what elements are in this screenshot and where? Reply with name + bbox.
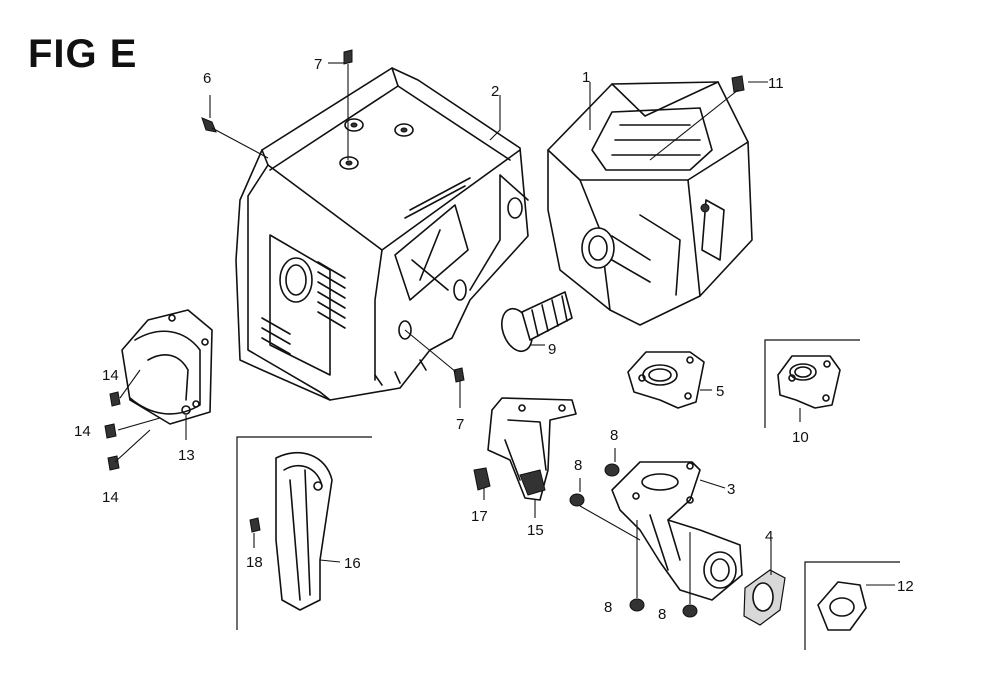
figure-title: FIG E	[28, 32, 138, 76]
callout-13: 13	[178, 447, 195, 464]
callout-14-top: 14	[102, 367, 119, 384]
callout-14-mid: 14	[74, 423, 91, 440]
callout-18: 18	[246, 554, 263, 571]
callout-6: 6	[203, 70, 211, 87]
callout-labels: 1 2 3 4 5 6 7 7 8 8 8 8 9 10 11 12 13 14…	[74, 56, 914, 623]
fasteners	[104, 49, 745, 618]
bracket-part-15	[487, 397, 577, 501]
bolt-11	[731, 75, 745, 93]
bolt-17	[473, 467, 491, 491]
gasket-part-10	[764, 339, 860, 428]
bolt-6	[201, 117, 217, 133]
nut-8-d	[682, 604, 698, 618]
callout-15: 15	[527, 522, 544, 539]
nut-8-a	[604, 463, 620, 477]
callout-2: 2	[491, 83, 499, 100]
callout-8-c: 8	[604, 599, 612, 616]
callout-10: 10	[792, 429, 809, 446]
spark-arrester-part-9	[501, 291, 573, 353]
callout-12: 12	[897, 578, 914, 595]
gasket-part-4	[743, 569, 786, 626]
bolt-7-top	[343, 49, 353, 65]
exhaust-guard-part-16	[275, 452, 333, 611]
muffler-protector-part-2	[235, 67, 529, 401]
callout-16: 16	[344, 555, 361, 572]
callout-9: 9	[548, 341, 556, 358]
nut-8-c	[629, 598, 645, 612]
callout-14-bottom: 14	[102, 489, 119, 506]
callout-17: 17	[471, 508, 488, 525]
frame-guard-group	[236, 436, 372, 630]
nut-8-b	[569, 493, 585, 507]
bolt-7-bottom	[453, 367, 465, 383]
callout-5: 5	[716, 383, 724, 400]
callout-8-d: 8	[658, 606, 666, 623]
gasket-plate-part-5	[627, 351, 705, 409]
leader-lines	[114, 62, 895, 604]
bolt-14-top	[109, 391, 121, 407]
callout-1: 1	[582, 69, 590, 86]
bolt-14-bottom	[107, 455, 120, 471]
callout-7-top: 7	[314, 56, 322, 73]
exhaust-pipe-part-3	[611, 461, 743, 601]
gasket-part-12	[804, 561, 900, 650]
callout-3: 3	[727, 481, 735, 498]
callout-4: 4	[765, 528, 773, 545]
callout-8-a: 8	[610, 427, 618, 444]
exhaust-cover-part-13	[121, 309, 213, 425]
bolt-14-mid	[104, 423, 117, 439]
callout-11: 11	[768, 75, 784, 92]
muffler-part-1	[547, 81, 753, 326]
callout-8-b: 8	[574, 457, 582, 474]
callout-7-bottom: 7	[456, 416, 464, 433]
bolt-18	[249, 517, 261, 533]
